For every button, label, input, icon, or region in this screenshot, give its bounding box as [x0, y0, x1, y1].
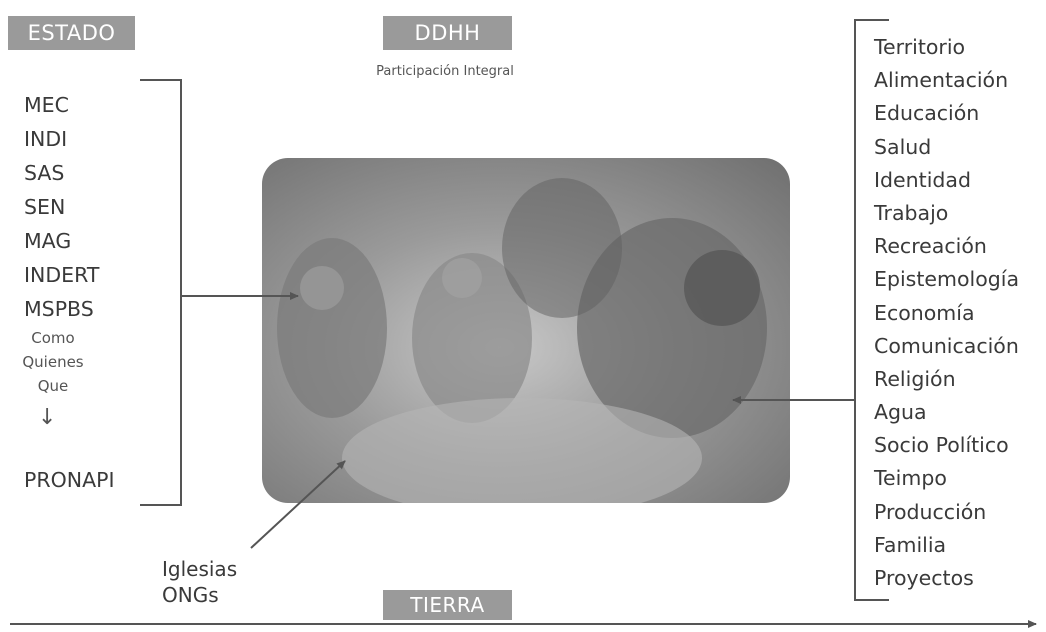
rights-bracket — [855, 20, 889, 600]
state-bracket — [140, 80, 181, 505]
others-to-photo-arrow — [251, 461, 345, 548]
tierra-tag: TIERRA — [383, 590, 512, 620]
